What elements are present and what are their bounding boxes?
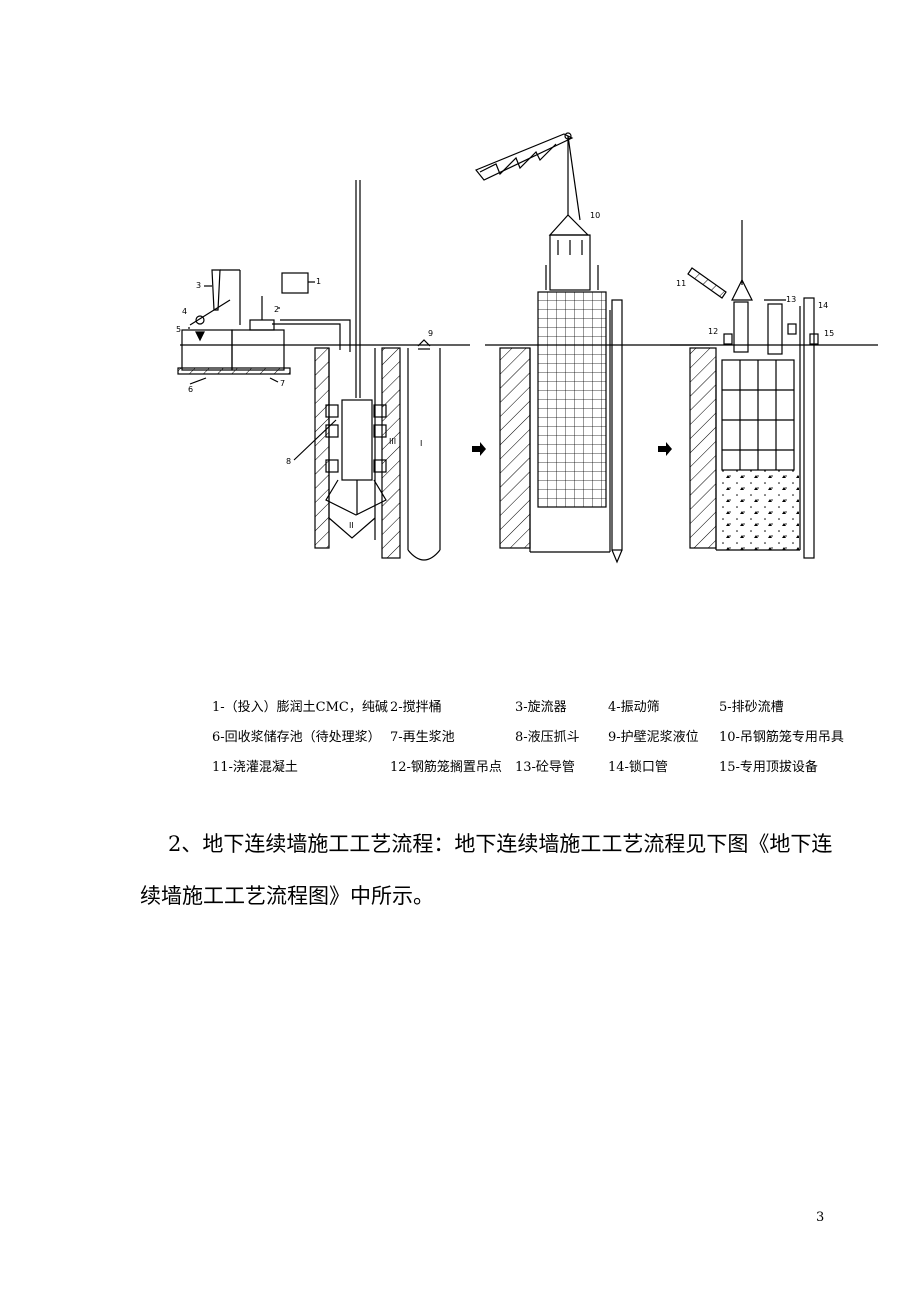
legend-item-13: 13-砼导管	[515, 760, 575, 775]
figure-legend: 1-（投入）膨润土CMC，纯碱 2-搅拌桶 3-旋流器 4-振动筛 5-排砂流槽…	[212, 696, 852, 786]
callout-1: 1	[316, 277, 321, 286]
zone-label-I: I	[420, 439, 422, 448]
legend-item-14: 14-锁口管	[608, 760, 668, 775]
callout-4: 4	[182, 307, 187, 316]
paragraph-text: 2、地下连续墙施工工艺流程：地下连续墙施工工艺流程见下图《地下连续墙施工工艺流程…	[140, 832, 833, 908]
legend-item-7: 7-再生浆池	[390, 730, 455, 745]
body-paragraph: 2、地下连续墙施工工艺流程：地下连续墙施工工艺流程见下图《地下连续墙施工工艺流程…	[140, 818, 840, 922]
callout-3: 3	[196, 281, 201, 290]
legend-item-12: 12-钢筋笼搁置吊点	[390, 760, 502, 775]
callout-11: 11	[676, 279, 686, 288]
construction-process-figure: 1 2 3 4 5 6 7 8 9 10 11 12 13 14 15 I II…	[176, 132, 878, 564]
legend-item-10: 10-吊钢筋笼专用吊具	[719, 730, 844, 745]
process-arrow-2	[658, 442, 672, 456]
legend-item-5: 5-排砂流槽	[719, 700, 784, 715]
legend-row: 6-回收浆储存池（待处理浆） 7-再生浆池 8-液压抓斗 9-护壁泥浆液位 10…	[212, 726, 852, 756]
legend-item-8: 8-液压抓斗	[515, 730, 580, 745]
legend-item-6: 6-回收浆储存池（待处理浆）	[212, 730, 381, 745]
callout-12: 12	[708, 327, 718, 336]
legend-item-1: 1-（投入）膨润土CMC，纯碱	[212, 700, 388, 715]
callout-7: 7	[280, 379, 285, 388]
legend-item-4: 4-振动筛	[608, 700, 660, 715]
legend-item-9: 9-护壁泥浆液位	[608, 730, 699, 745]
legend-item-2: 2-搅拌桶	[390, 700, 442, 715]
callout-15: 15	[824, 329, 834, 338]
zone-label-II: II	[349, 521, 354, 530]
legend-item-3: 3-旋流器	[515, 700, 567, 715]
callout-10: 10	[590, 211, 600, 220]
legend-item-15: 15-专用顶拔设备	[719, 760, 818, 775]
page-number: 3	[816, 1210, 825, 1225]
stage-concreting	[670, 220, 878, 559]
callout-5: 5	[176, 325, 181, 334]
callout-8: 8	[286, 457, 291, 466]
legend-row: 11-浇灌混凝土 12-钢筋笼搁置吊点 13-砼导管 14-锁口管 15-专用顶…	[212, 756, 852, 786]
process-arrow-1	[472, 442, 486, 456]
stage-excavation	[177, 180, 470, 561]
callout-9: 9	[428, 329, 433, 338]
callout-13: 13	[786, 295, 796, 304]
callout-2: 2	[274, 305, 279, 314]
zone-label-III: III	[389, 437, 396, 446]
callout-14: 14	[818, 301, 828, 310]
legend-item-11: 11-浇灌混凝土	[212, 760, 298, 775]
stage-cage-lowering	[475, 132, 710, 564]
callout-6: 6	[188, 385, 193, 394]
legend-row: 1-（投入）膨润土CMC，纯碱 2-搅拌桶 3-旋流器 4-振动筛 5-排砂流槽	[212, 696, 852, 726]
